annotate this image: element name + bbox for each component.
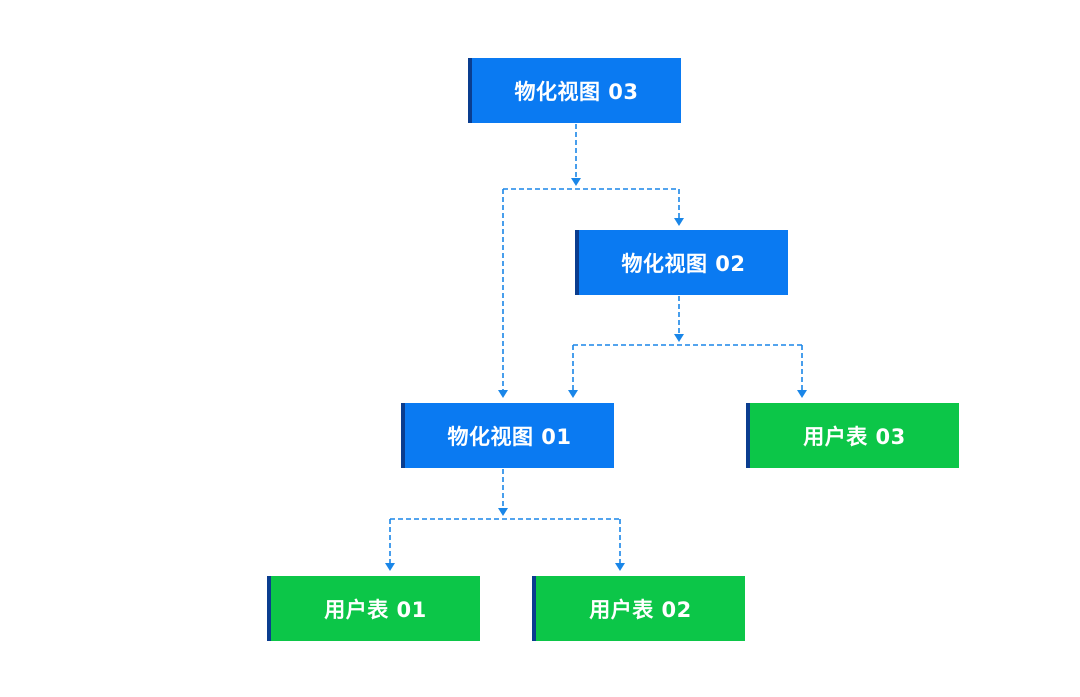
node-user-table-01[interactable]: 用户表 01 bbox=[267, 576, 480, 641]
node-label: 物化视图 03 bbox=[514, 79, 639, 104]
arrow-to-table02 bbox=[615, 563, 625, 571]
node-user-table-02[interactable]: 用户表 02 bbox=[532, 576, 745, 641]
arrow-to-view02 bbox=[674, 218, 684, 226]
arrow-to-table01 bbox=[385, 563, 395, 571]
node-label: 用户表 03 bbox=[803, 424, 906, 449]
arrow-to-table03 bbox=[797, 390, 807, 398]
node-user-table-03[interactable]: 用户表 03 bbox=[746, 403, 959, 468]
node-label: 用户表 01 bbox=[324, 597, 427, 622]
arrow-view02-trunk bbox=[674, 334, 684, 342]
node-materialized-view-03[interactable]: 物化视图 03 bbox=[468, 58, 681, 123]
node-materialized-view-01[interactable]: 物化视图 01 bbox=[401, 403, 614, 468]
arrow-to-view01-from-view03 bbox=[498, 390, 508, 398]
arrow-view03-trunk bbox=[571, 178, 581, 186]
arrow-view01-trunk bbox=[498, 508, 508, 516]
node-label: 物化视图 01 bbox=[447, 424, 572, 449]
node-label: 物化视图 02 bbox=[621, 251, 746, 276]
node-materialized-view-02[interactable]: 物化视图 02 bbox=[575, 230, 788, 295]
node-label: 用户表 02 bbox=[589, 597, 692, 622]
arrow-to-view01-from-view02 bbox=[568, 390, 578, 398]
